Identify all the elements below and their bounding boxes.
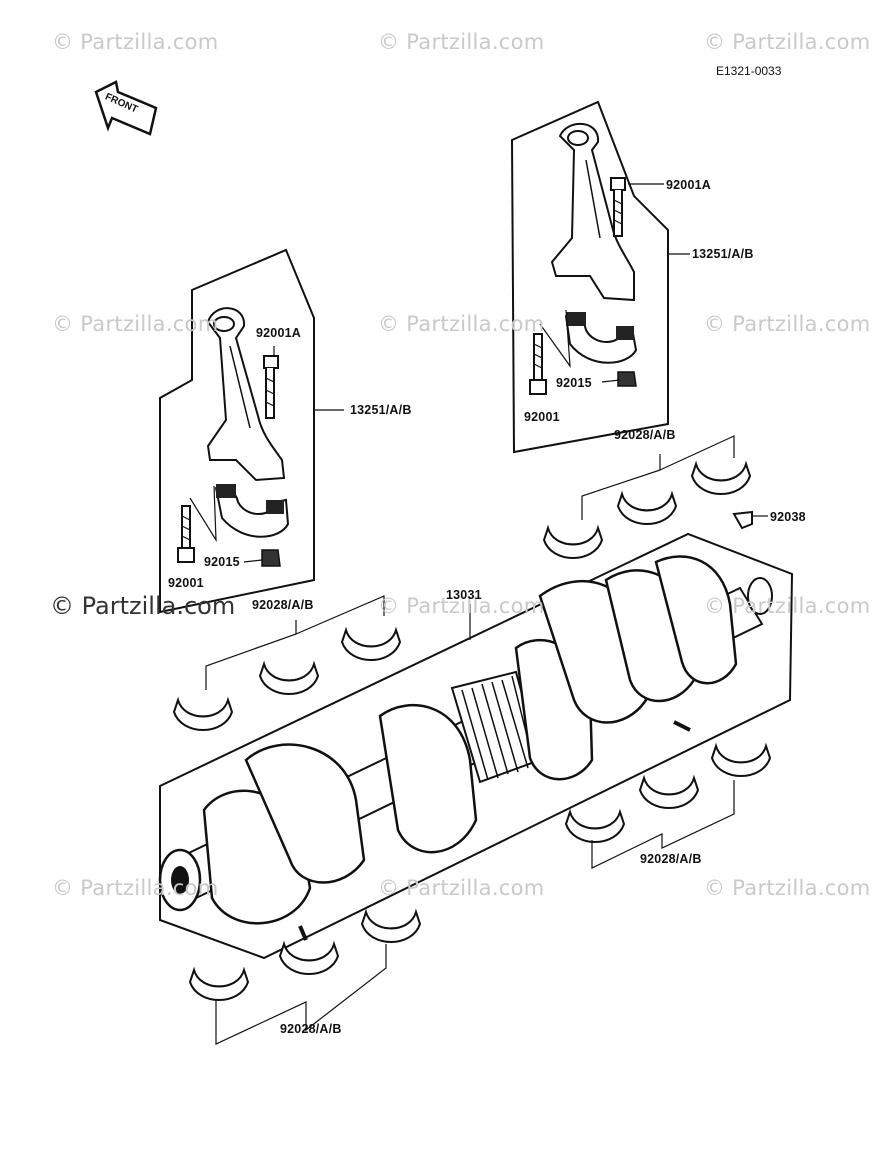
watermark: © Partzilla.com (378, 876, 545, 900)
watermark: © Partzilla.com (704, 876, 871, 900)
rod-assembly-left (159, 248, 344, 614)
bearing-group-lower-right (565, 745, 771, 869)
rod-assembly-upper-right (510, 100, 690, 454)
part-label-13251-upper[interactable]: 13251/A/B (692, 247, 754, 261)
part-label-92028-lower-right[interactable]: 92028/A/B (640, 852, 702, 866)
watermark: © Partzilla.com (378, 594, 545, 618)
part-label-92015-left[interactable]: 92015 (204, 555, 240, 569)
bearing-group-upper-right (543, 435, 751, 559)
crankshaft-assembly (158, 532, 794, 960)
watermark-main: © Partzilla.com (50, 592, 236, 620)
diagram-code: E1321-0033 (716, 64, 782, 78)
part-label-92028-lower-left[interactable]: 92028/A/B (280, 1022, 342, 1036)
part-label-92001a-upper[interactable]: 92001A (666, 178, 711, 192)
watermark: © Partzilla.com (378, 312, 545, 336)
part-label-92001-upper[interactable]: 92001 (524, 410, 560, 424)
bearing-group-upper-left (173, 595, 401, 731)
bearing-group-lower-left (189, 911, 421, 1045)
watermark: © Partzilla.com (52, 312, 219, 336)
part-label-92028-upper-right[interactable]: 92028/A/B (614, 428, 676, 442)
watermark: © Partzilla.com (378, 30, 545, 54)
part-label-92028-upper-left[interactable]: 92028/A/B (252, 598, 314, 612)
watermark: © Partzilla.com (704, 30, 871, 54)
part-label-92001-left[interactable]: 92001 (168, 576, 204, 590)
part-label-92038[interactable]: 92038 (770, 510, 806, 524)
part-label-13031[interactable]: 13031 (446, 588, 482, 602)
watermark: © Partzilla.com (52, 30, 219, 54)
key-part (732, 510, 768, 530)
part-label-92001a-left[interactable]: 92001A (256, 326, 301, 340)
watermark: © Partzilla.com (704, 594, 871, 618)
part-label-92015-upper[interactable]: 92015 (556, 376, 592, 390)
watermark: © Partzilla.com (52, 876, 219, 900)
part-label-13251-left[interactable]: 13251/A/B (350, 403, 412, 417)
watermark: © Partzilla.com (704, 312, 871, 336)
front-arrow-icon (94, 80, 158, 136)
